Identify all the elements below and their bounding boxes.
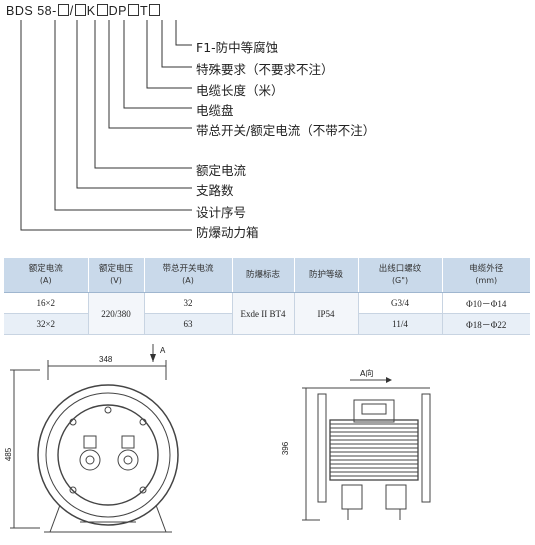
legend-special: 特殊要求（不要求不注） [196, 62, 334, 77]
spec-table: 额定电流(A) 额定电压(V) 带总开关电流(A) 防爆标志 防护等级 出线口螺… [4, 258, 530, 335]
code-sep: / [69, 4, 74, 18]
cell-cable: Φ18－Φ22 [441, 313, 530, 335]
width-dimension: 348 [99, 355, 113, 364]
height-dimension: 485 [4, 447, 14, 462]
code-number: 58- [37, 4, 57, 18]
table-row: 16×2 220/380 32 Exde II BT4 IP54 G3/4 Φ1… [4, 292, 530, 335]
cell-current: 32×2 [4, 313, 88, 335]
legend-ex-box: 防爆动力箱 [196, 225, 259, 240]
cell-ex-mark: Exde II BT4 [231, 292, 294, 335]
legend-f1: F1-防中等腐蚀 [196, 40, 279, 55]
th-ex-mark: 防爆标志 [231, 258, 294, 293]
table-row: 32×2 63 11/4 Φ18－Φ22 [4, 313, 530, 335]
cell-current: 16×2 [4, 292, 88, 314]
view-a-label: A向 [360, 369, 374, 378]
legend-cable-reel: 电缆盘 [196, 103, 234, 118]
legend-main-switch: 带总开关/额定电流（不带不注） [196, 123, 376, 138]
th-thread: 出线口螺纹(G") [357, 258, 442, 293]
code-t: T [139, 4, 149, 18]
side-height-dimension: 396 [281, 441, 291, 456]
model-code: BDS 58- / K DP T [6, 4, 161, 18]
legend-leader-lines [20, 20, 192, 231]
table-header-row: 额定电流(A) 额定电压(V) 带总开关电流(A) 防爆标志 防护等级 出线口螺… [4, 258, 530, 293]
cell-voltage: 220/380 [87, 292, 144, 335]
arrow-a-label: A [160, 346, 166, 355]
th-switch-current: 带总开关电流(A) [143, 258, 232, 293]
code-dp: DP [108, 4, 127, 18]
side-view-drawing [302, 377, 431, 521]
legend-cable-length: 电缆长度（米） [196, 83, 284, 98]
code-prefix: BDS [6, 4, 34, 18]
cell-ip: IP54 [293, 292, 358, 335]
th-rated-current: 额定电流(A) [4, 258, 88, 293]
code-box-5 [149, 4, 161, 16]
th-cable-diameter: 电缆外径(mm) [441, 258, 530, 293]
cell-switch-current: 32 [143, 292, 232, 314]
cell-thread: 11/4 [357, 313, 442, 335]
cell-thread: G3/4 [357, 292, 442, 314]
th-ip: 防护等级 [293, 258, 358, 293]
cell-cable: Φ10－Φ14 [441, 292, 530, 314]
legend-design-no: 设计序号 [196, 205, 247, 220]
legend-branches: 支路数 [196, 183, 234, 198]
code-box-3 [96, 4, 108, 16]
front-view-drawing [10, 344, 179, 533]
code-box-4 [127, 4, 139, 16]
code-k: K [86, 4, 96, 18]
code-box-1 [57, 4, 69, 16]
cell-switch-current: 63 [143, 313, 232, 335]
code-box-2 [74, 4, 86, 16]
th-rated-voltage: 额定电压(V) [87, 258, 144, 293]
legend-rated-current: 额定电流 [196, 163, 247, 178]
